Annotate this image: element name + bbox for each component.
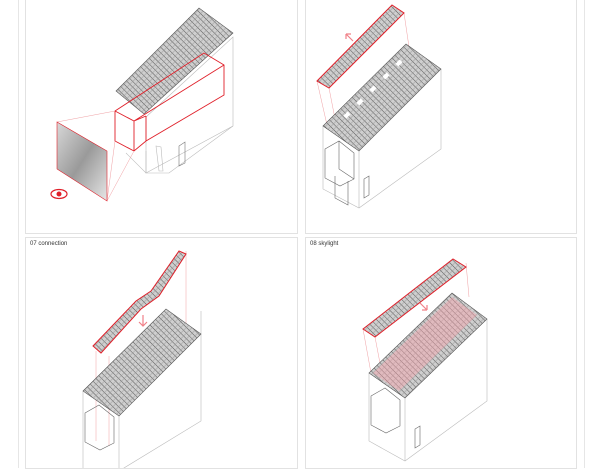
- eye-icon: [50, 188, 68, 200]
- entry-box: [84, 404, 115, 451]
- axonometric-drawing: [50, 7, 234, 202]
- diagram-panel-skylight: 08 skylight: [305, 237, 577, 469]
- roof: [322, 43, 442, 152]
- lifted-stair: [92, 250, 187, 354]
- arrow-down-right-icon: [419, 302, 428, 311]
- arrow-down-icon: [138, 315, 148, 327]
- building-outline: [322, 69, 442, 209]
- skylight-openings: [343, 59, 403, 119]
- skylight-light-highlight: [373, 297, 477, 391]
- roof: [115, 7, 234, 115]
- lifted-skylight-strip: [362, 258, 467, 338]
- entry-box: [370, 387, 421, 449]
- arrow-up-left-icon: [345, 33, 354, 42]
- page-frame: [18, 0, 585, 468]
- panel-title: 08 skylight: [310, 241, 339, 247]
- view-cone: [56, 110, 135, 202]
- diagram-panel-connection: 07 connection: [25, 237, 298, 469]
- diagram-panel-view: [25, 0, 298, 234]
- axonometric-drawing: [362, 258, 488, 462]
- axonometric-drawing: [82, 250, 202, 468]
- axonometric-drawing: [316, 4, 442, 209]
- landscape-photo: [56, 121, 108, 202]
- view-box-highlight: [114, 52, 225, 152]
- diagram-panel-roof: [305, 0, 577, 234]
- roof: [368, 292, 488, 399]
- roof: [82, 308, 202, 417]
- entry-box: [324, 140, 370, 206]
- panel-title: 07 connection: [30, 241, 68, 247]
- building-outline: [125, 36, 234, 174]
- lifted-skylight-strip: [316, 4, 405, 89]
